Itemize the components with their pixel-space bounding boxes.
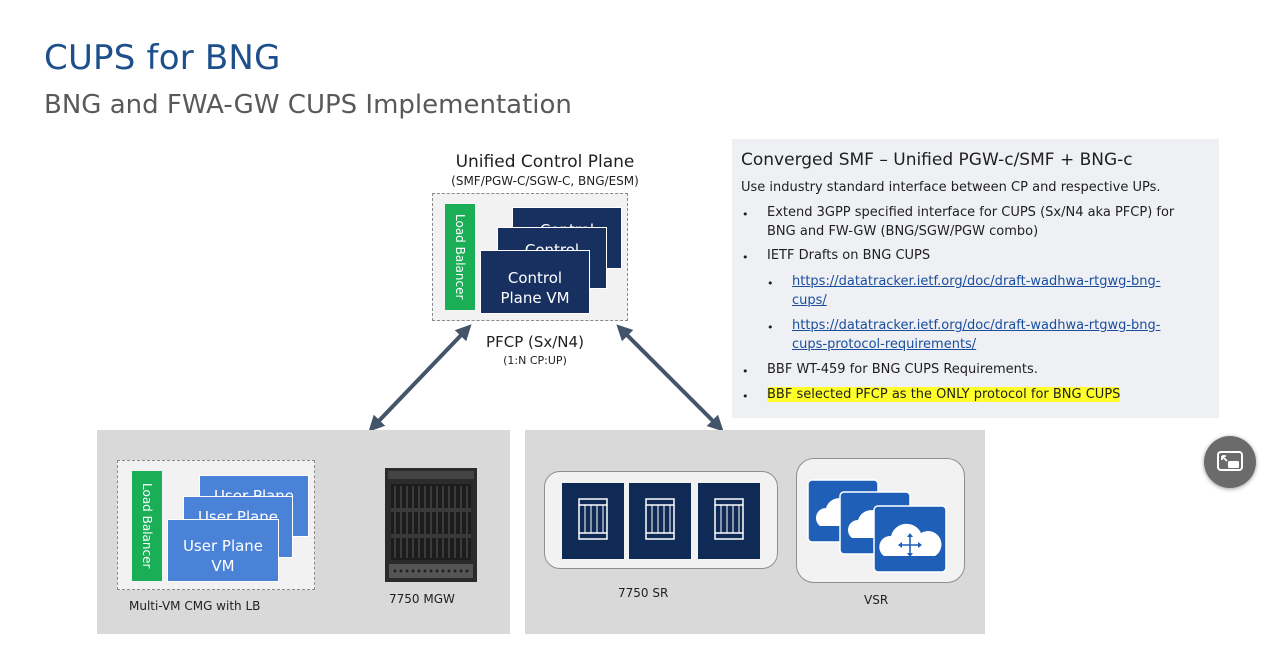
bullet1-line1: Extend 3GPP specified interface for CUPS… — [767, 205, 1175, 220]
control-vm-card-front: Control Plane VM — [480, 250, 590, 314]
vsr-cloud-router-icon — [807, 479, 947, 573]
sub-bullet-marker: • — [767, 321, 774, 334]
bullet4-highlighted: BBF selected PFCP as the ONLY protocol f… — [767, 387, 1121, 402]
sr-card-icon — [698, 483, 760, 559]
pfcp-ratio: (1:N CP:UP) — [503, 354, 567, 367]
vsr-caption: VSR — [864, 593, 889, 607]
mgw-chassis-image — [385, 468, 477, 582]
cmg-caption: Multi-VM CMG with LB — [129, 599, 261, 613]
sr-card-icon — [629, 483, 691, 559]
bullet3-text: BBF WT-459 for BNG CUPS Requirements. — [767, 362, 1038, 377]
bullet1-line2: BNG and FW-GW (BNG/SGW/PGW combo) — [767, 224, 1039, 239]
slide-subtitle: BNG and FWA-GW CUPS Implementation — [44, 90, 572, 120]
arrow-cp-to-left — [368, 324, 472, 432]
pfcp-label: PFCP (Sx/N4) — [486, 333, 584, 351]
ietf-draft-link-2[interactable]: https://datatracker.ietf.org/doc/draft-w… — [792, 318, 1161, 333]
ietf-draft-link-2-cont[interactable]: cups-protocol-requirements/ — [792, 337, 977, 352]
picture-in-picture-exit-icon — [1217, 451, 1243, 471]
sr-caption: 7750 SR — [618, 586, 669, 600]
mgw-caption: 7750 MGW — [389, 592, 455, 606]
cp-load-balancer: Load Balancer — [445, 204, 475, 310]
arrow-cp-to-right — [616, 324, 724, 432]
sr-card-icon — [562, 483, 624, 559]
slide-title: CUPS for BNG — [44, 38, 281, 78]
control-plane-title: Unified Control Plane — [455, 152, 635, 172]
panel-heading: Converged SMF – Unified PGW-c/SMF + BNG-… — [741, 150, 1133, 170]
info-panel — [732, 139, 1219, 418]
ietf-draft-link-1-cont[interactable]: cups/ — [792, 293, 827, 308]
bullet2-text: IETF Drafts on BNG CUPS — [767, 248, 931, 263]
bullet-marker: • — [742, 251, 749, 264]
panel-intro: Use industry standard interface between … — [741, 180, 1161, 195]
bullet-marker: • — [742, 208, 749, 221]
control-plane-subtitle: (SMF/PGW-C/SGW-C, BNG/ESM) — [451, 174, 639, 188]
sub-bullet-marker: • — [767, 277, 774, 290]
ietf-draft-link-1[interactable]: https://datatracker.ietf.org/doc/draft-w… — [792, 274, 1161, 289]
bullet-marker: • — [742, 390, 749, 403]
up-load-balancer: Load Balancer — [132, 471, 162, 581]
picture-in-picture-button[interactable] — [1204, 436, 1256, 488]
user-vm-card-front: User Plane VM — [167, 519, 279, 582]
bullet-marker: • — [742, 365, 749, 378]
